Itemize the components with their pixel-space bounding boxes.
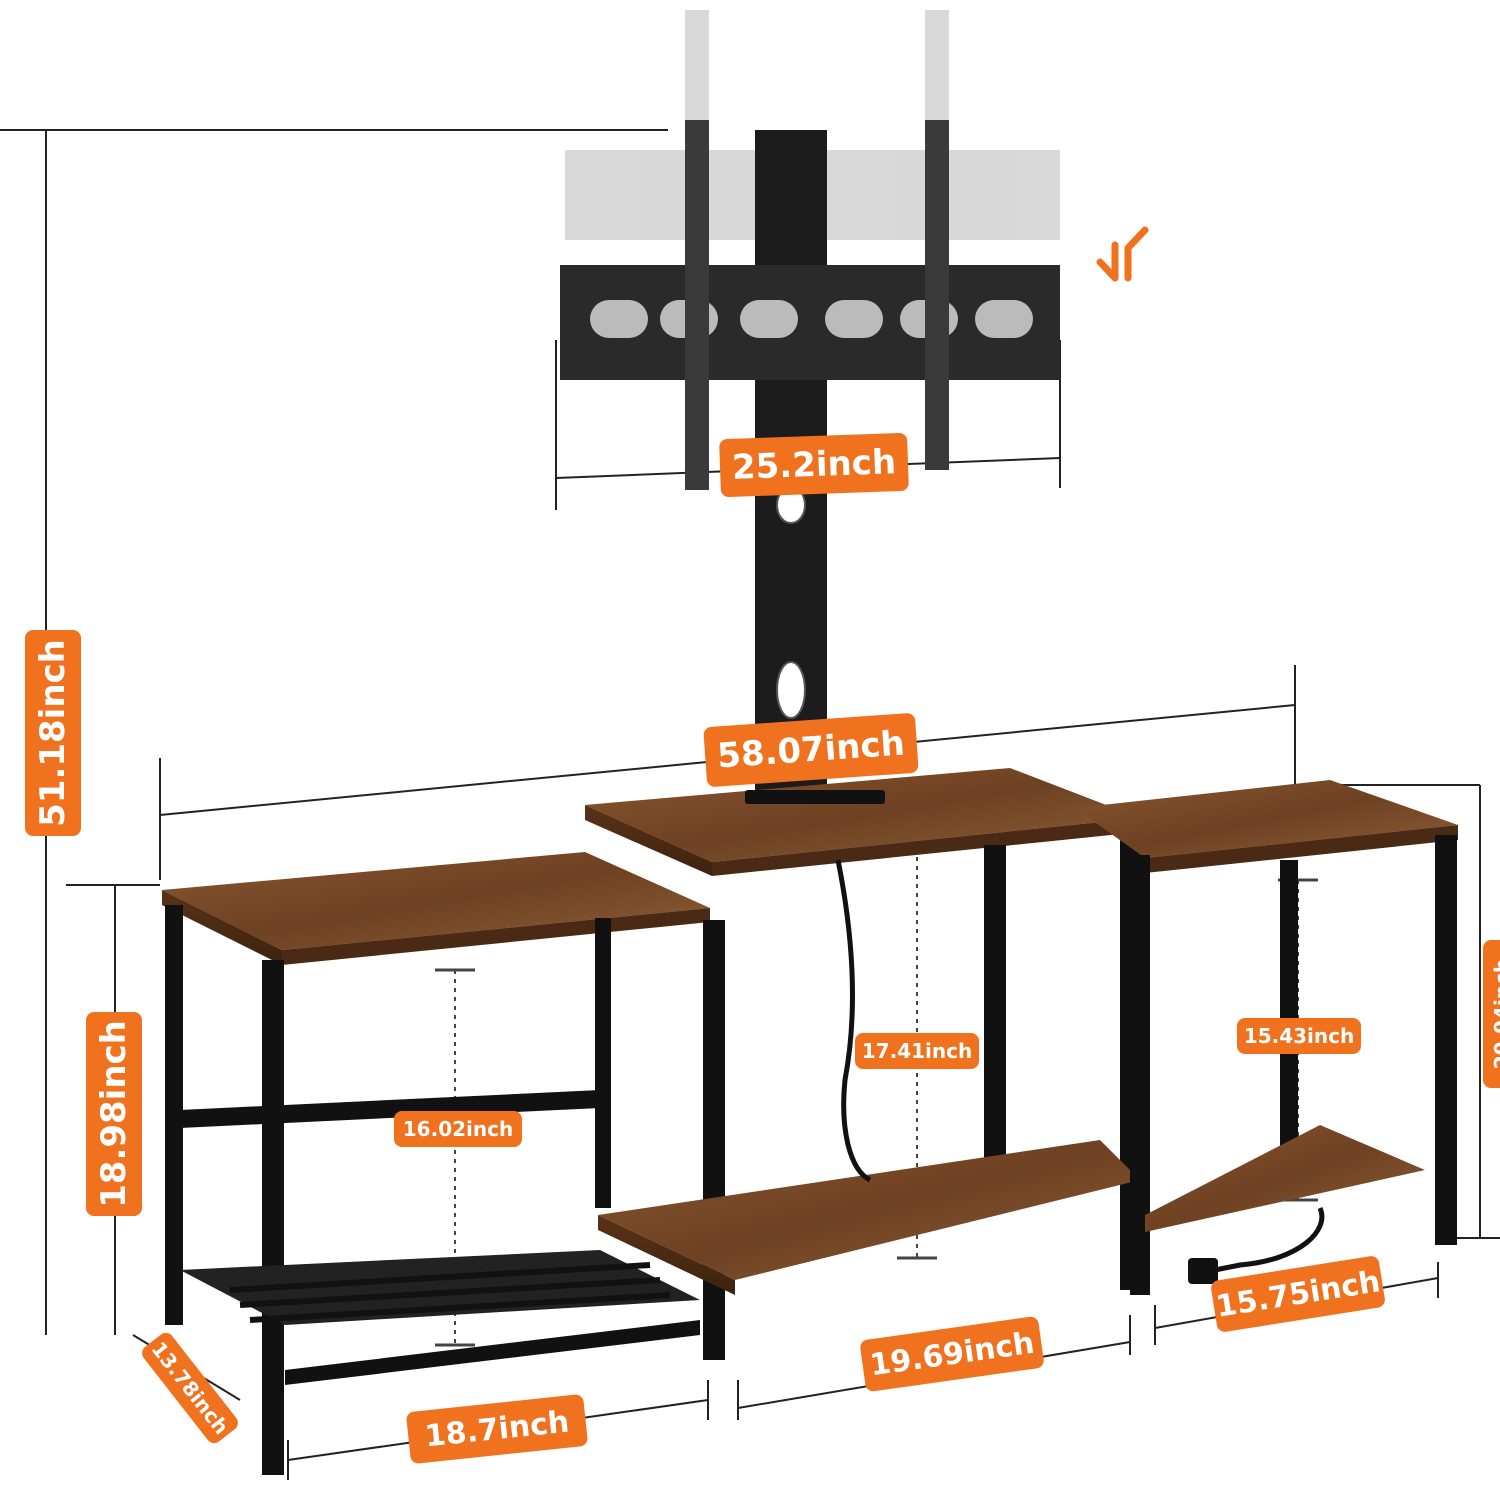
left-side-table xyxy=(162,852,725,1475)
right-clearance-label: 15.43inch xyxy=(1237,1018,1361,1054)
mount-width-label: 25.2inch xyxy=(719,432,909,498)
left-clearance-label: 16.02inch xyxy=(394,1111,522,1147)
right-side-table xyxy=(1075,780,1458,1295)
center-clearance-label: 17.41inch xyxy=(855,1033,979,1069)
right-height-label: 20.94inch xyxy=(1483,940,1500,1088)
up-down-arrows-icon xyxy=(1096,226,1149,282)
side-height-label: 18.98inch xyxy=(86,1012,142,1216)
tv-mount-bracket xyxy=(560,120,1060,490)
center-table xyxy=(585,768,1144,1295)
total-height-label: 51.18inch xyxy=(25,630,81,836)
